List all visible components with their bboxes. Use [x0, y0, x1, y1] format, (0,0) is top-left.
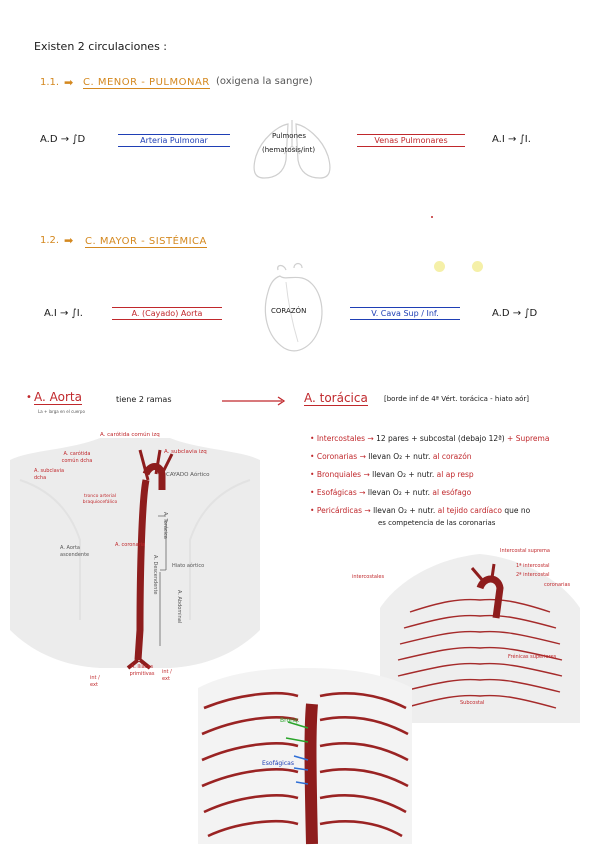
- section2-left-node: A.I → ∫I.: [44, 308, 83, 319]
- branch-tail: al ap resp: [436, 470, 474, 479]
- branch-item: • Pericárdicas → llevan O₂ + nutr. al te…: [310, 506, 531, 515]
- branch-tail: al tejido cardíaco: [437, 506, 502, 515]
- label-intercostal-suprema: Intercostal suprema: [500, 548, 550, 554]
- branch-name: Esofágicas: [316, 488, 357, 497]
- toracica-note: [borde inf de 4ª Vért. torácica - hiato …: [384, 395, 530, 403]
- label-int-ext-left: int / ext: [90, 675, 100, 688]
- label-tronco: tronco arterial braquiocefálico: [82, 494, 118, 505]
- label-intercostal-1: 1ª intercostal: [516, 563, 550, 569]
- thorax-illustration: [380, 554, 580, 723]
- section1-veins: Venas Pulmonares: [357, 134, 465, 147]
- arrow-icon: ➡: [64, 76, 74, 89]
- label-cayado: CAYADO Aórtico: [166, 472, 210, 478]
- branch-tail: al esófago: [432, 488, 472, 497]
- section2-right-node: A.D → ∫D: [492, 308, 538, 319]
- bottom-thorax-illustration: [198, 668, 412, 845]
- arrow-icon: ➡: [64, 234, 74, 247]
- branch-item: • Coronarias → llevan O₂ + nutr. al cora…: [310, 452, 472, 461]
- label-intercostales: intercostales: [352, 574, 385, 580]
- arrow-right-icon: [222, 396, 286, 406]
- heart-icon: [264, 262, 323, 352]
- aorta-subtitle: La + larga en el cuerpo: [38, 409, 85, 414]
- branch-name: Bronquiales: [316, 470, 362, 479]
- branch-detail: llevan O₂ + nutr.: [373, 506, 436, 515]
- label-intercostal-2: 2ª intercostal: [516, 572, 550, 578]
- label-subclavia-izq: A. subclavia izq: [164, 449, 207, 455]
- label-int-ext-right: int / ext: [162, 669, 172, 682]
- section1-right-node: A.I → ∫I.: [492, 134, 531, 145]
- branch-list: • Intercostales → 12 pares + subcostal (…: [310, 430, 549, 520]
- section2-number: 1.2.: [40, 235, 60, 246]
- highlight-dot: [472, 261, 483, 272]
- section2-organ: CORAZÓN: [271, 307, 307, 315]
- branch-detail: llevan O₂ + nutr.: [367, 488, 431, 497]
- toracica-title: A. torácica: [304, 391, 368, 406]
- branch-detail: llevan O₂ + nutr.: [372, 470, 435, 479]
- branch-tail: + Suprema: [507, 434, 550, 443]
- section1-artery: Arteria Pulmonar: [118, 134, 230, 147]
- label-coronarias: coronarias: [544, 582, 571, 588]
- section1-left-node: A.D → ∫D: [40, 134, 86, 145]
- section2-artery: A. (Cayado) Aorta: [112, 307, 222, 320]
- label-coronaria: A. coronaria: [115, 542, 146, 548]
- label-descendente: A. Descendente: [152, 555, 158, 595]
- label-hiato: Hiato aórtico: [172, 563, 205, 569]
- aorta-branches-note: tiene 2 ramas: [116, 395, 172, 404]
- label-subcostal: Subcostal: [460, 700, 485, 706]
- branch-item: • Intercostales → 12 pares + subcostal (…: [310, 434, 550, 443]
- label-iliacas: A. Ilíacas primitivas: [129, 664, 155, 677]
- label-bronquiales: Bronq.: [280, 717, 300, 724]
- branch-name: Intercostales: [316, 434, 366, 443]
- bullet: •: [26, 392, 32, 403]
- branch-name: Pericárdicas: [316, 506, 363, 515]
- lungs-icon: [253, 120, 331, 179]
- section2-veins: V. Cava Sup / Inf.: [350, 307, 460, 320]
- branch-detail: llevan O₂ + nutr.: [368, 452, 431, 461]
- branch-extra: que no: [504, 506, 531, 515]
- branch-item: • Esofágicas → llevan O₂ + nutr. al esóf…: [310, 488, 472, 497]
- label-carotida: A. carótida común izq: [100, 432, 160, 438]
- branches-footer: es competencia de las coronarias: [378, 519, 496, 527]
- label-abdominal: A. Abdominal: [176, 590, 182, 624]
- branch-detail: 12 pares + subcostal (debajo 12ª): [376, 434, 505, 443]
- dot-mark: [431, 216, 433, 218]
- section2-title: C. MAYOR - SISTÉMICA: [85, 236, 207, 248]
- aorta-title: A. Aorta: [34, 390, 82, 405]
- label-carotida-dcha: A. carótida común dcha: [61, 451, 93, 464]
- section1-title: C. MENOR - PULMONAR: [83, 77, 210, 89]
- label-subclavia-dcha: A. subclavia dcha: [34, 468, 65, 481]
- label-toracica-vertical: A. Torácica: [162, 512, 168, 539]
- branch-tail: al corazón: [432, 452, 472, 461]
- section1-organ-sub: (hematosis/int): [262, 146, 316, 154]
- aorta-torso-illustration: [10, 438, 260, 670]
- label-esofagicas: Esofágicas: [262, 760, 294, 767]
- intro-text: Existen 2 circulaciones :: [34, 40, 167, 53]
- branch-item: • Bronquiales → llevan O₂ + nutr. al ap …: [310, 470, 474, 479]
- section1-note: (oxigena la sangre): [216, 76, 313, 87]
- branch-name: Coronarias: [316, 452, 358, 461]
- highlight-dot: [434, 261, 445, 272]
- section1-organ: Pulmones: [272, 132, 306, 140]
- section1-number: 1.1.: [40, 77, 60, 88]
- label-frenicas: Frénicas superiores: [508, 654, 557, 660]
- label-aorta-asc: A. Aorta ascendente: [60, 545, 90, 558]
